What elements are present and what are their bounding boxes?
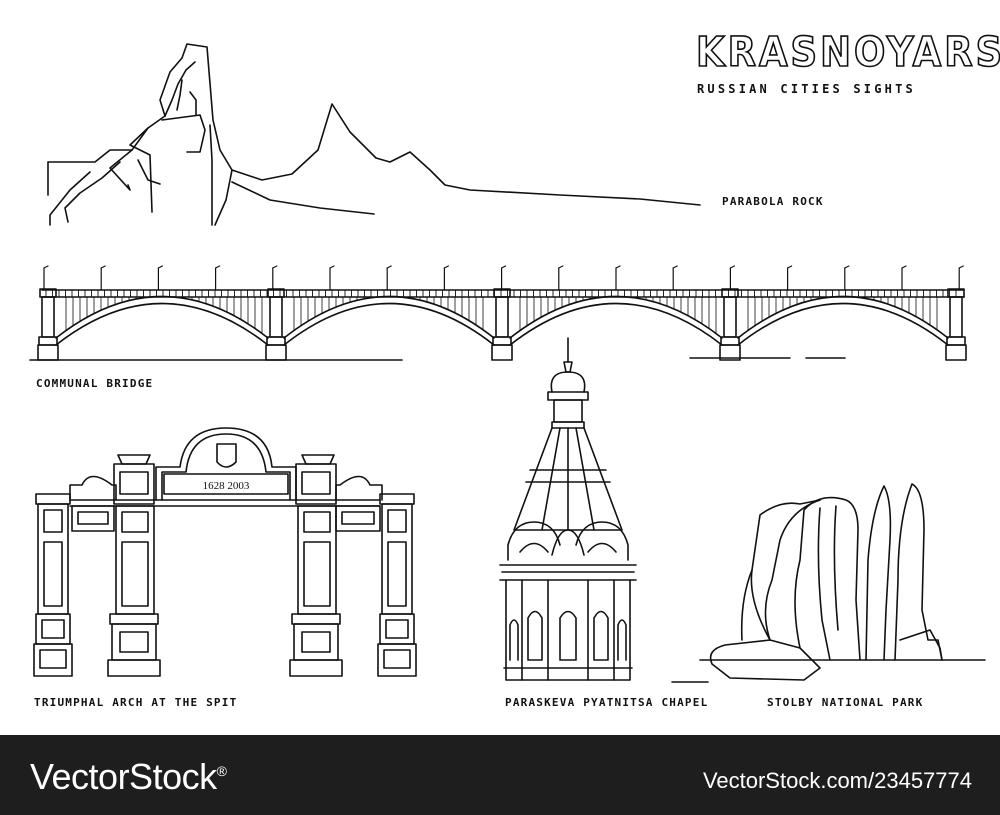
triumphal-arch-illustration: 1628 2003	[33, 427, 417, 677]
bridge-arch	[509, 302, 723, 346]
bridge-arches	[55, 295, 949, 346]
label-paraskeva-chapel: PARASKEVA PYATNITSA CHAPEL	[505, 696, 709, 709]
arch-years-text: 1628 2003	[203, 480, 250, 492]
arch-column-right-inner	[289, 454, 343, 677]
brand-name: VectorStock	[30, 756, 217, 797]
parabola-rock-illustration	[47, 43, 701, 226]
page-subtitle: RUSSIAN CITIES SIGHTS	[697, 82, 916, 96]
paraskeva-chapel-illustration	[499, 337, 637, 681]
communal-bridge-illustration	[29, 265, 967, 361]
stolby-rocks-illustration	[671, 483, 986, 683]
label-communal-bridge: COMMUNAL BRIDGE	[36, 377, 154, 390]
bridge-arch	[283, 302, 495, 346]
arch-column-right-outer	[377, 493, 417, 677]
stock-id: VectorStock.com/23457774	[702, 768, 972, 793]
landmarks-illustration: 1628 2003	[29, 43, 986, 683]
label-stolby-park: STOLBY NATIONAL PARK	[767, 696, 924, 709]
bridge-piers	[37, 288, 967, 361]
arch-column-left-outer	[33, 493, 73, 677]
page-title: KRASNOYARSK	[695, 28, 1000, 76]
label-triumphal-arch: TRIUMPHAL ARCH AT THE SPIT	[34, 696, 238, 709]
footer-bar	[0, 735, 1000, 815]
bridge-arch	[737, 302, 949, 346]
arch-column-left-inner	[107, 454, 161, 677]
bridge-arch	[55, 302, 269, 346]
bridge-lamps	[43, 265, 964, 291]
brand-logo: VectorStock®	[30, 756, 227, 798]
label-parabola-rock: PARABOLA ROCK	[722, 195, 824, 208]
registered-mark: ®	[216, 763, 227, 779]
bridge-railing-posts	[45, 289, 957, 298]
